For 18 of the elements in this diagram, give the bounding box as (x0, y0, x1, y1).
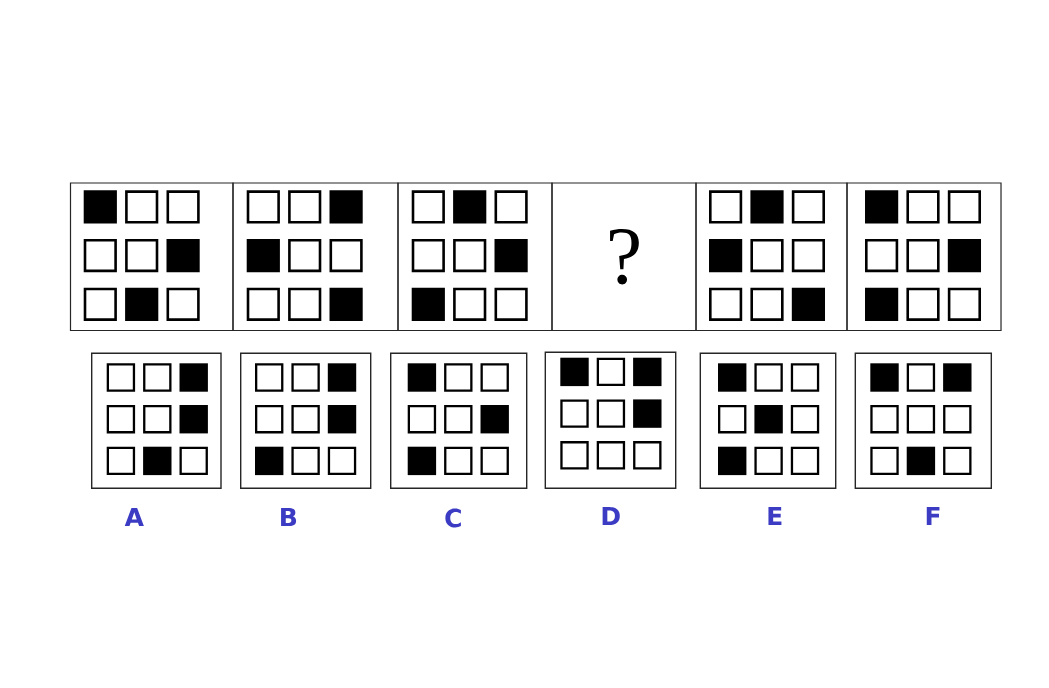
option-box (544, 351, 677, 489)
option-box (390, 352, 528, 489)
option-letter: E (768, 506, 782, 526)
option-box (854, 352, 992, 489)
option-box (240, 352, 372, 489)
pattern-panel (397, 182, 553, 332)
option-letter: F (926, 506, 940, 526)
option-letter: A (124, 507, 144, 527)
question-panel: ? (551, 182, 697, 332)
option-box (91, 352, 222, 489)
option-letter: B (281, 507, 297, 527)
option-letter: D (602, 506, 620, 526)
pattern-panel (695, 182, 848, 332)
pattern-panel (69, 182, 234, 332)
option-box (699, 352, 837, 489)
pattern-panel (846, 182, 1002, 332)
option-letter: C (445, 508, 461, 528)
pattern-panel (232, 182, 399, 332)
